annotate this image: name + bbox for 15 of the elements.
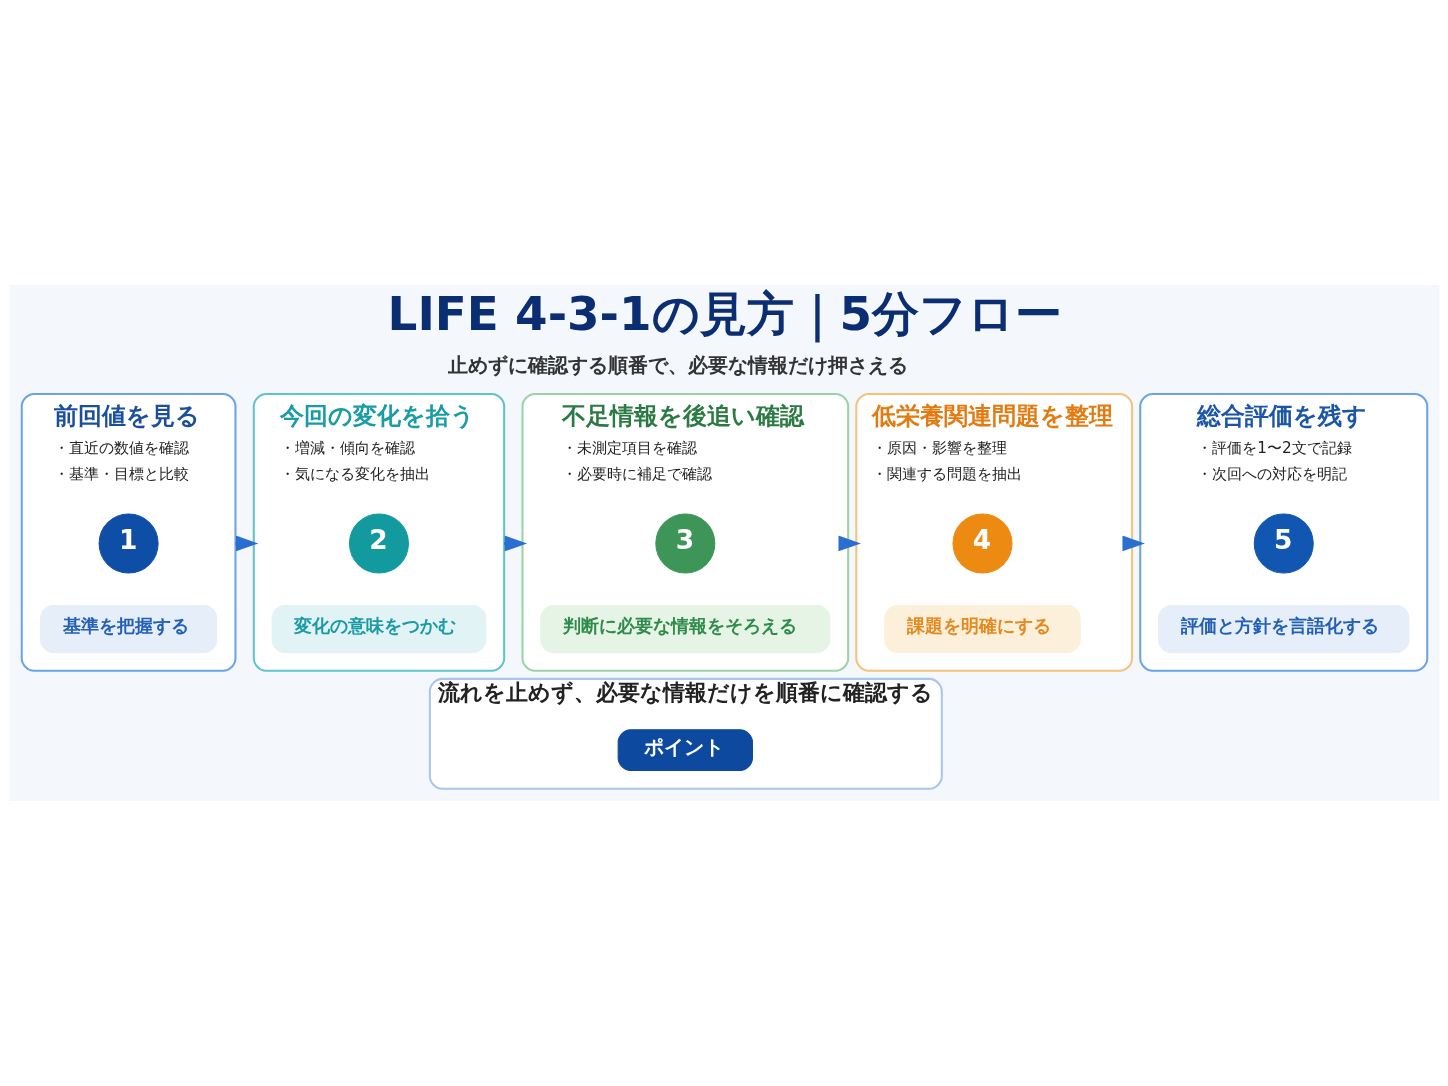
node-box: 評価と方針を言語化する xyxy=(1157,605,1409,653)
label: 止めずに確認する順番で、必要な情報だけ押さえる xyxy=(447,352,908,377)
node-circle: 1 xyxy=(98,513,159,574)
node-circle: 4 xyxy=(952,513,1012,574)
node-box: 変化の意味をつかむ xyxy=(271,605,486,653)
node-box: 課題を明確にする xyxy=(883,605,1081,653)
node-box: 判断に必要な情報をそろえる xyxy=(539,605,830,653)
node-circle: 5 xyxy=(1253,513,1314,574)
arrow xyxy=(1121,535,1145,552)
node-box: ポイント xyxy=(617,729,753,771)
node-circle: 2 xyxy=(348,513,409,574)
node-box: 基準を把握する xyxy=(39,605,217,653)
arrow xyxy=(838,535,861,552)
node-circle: 3 xyxy=(654,513,715,574)
diagram-title: LIFE 4-3-1の見方｜5分フロー xyxy=(387,286,1062,341)
